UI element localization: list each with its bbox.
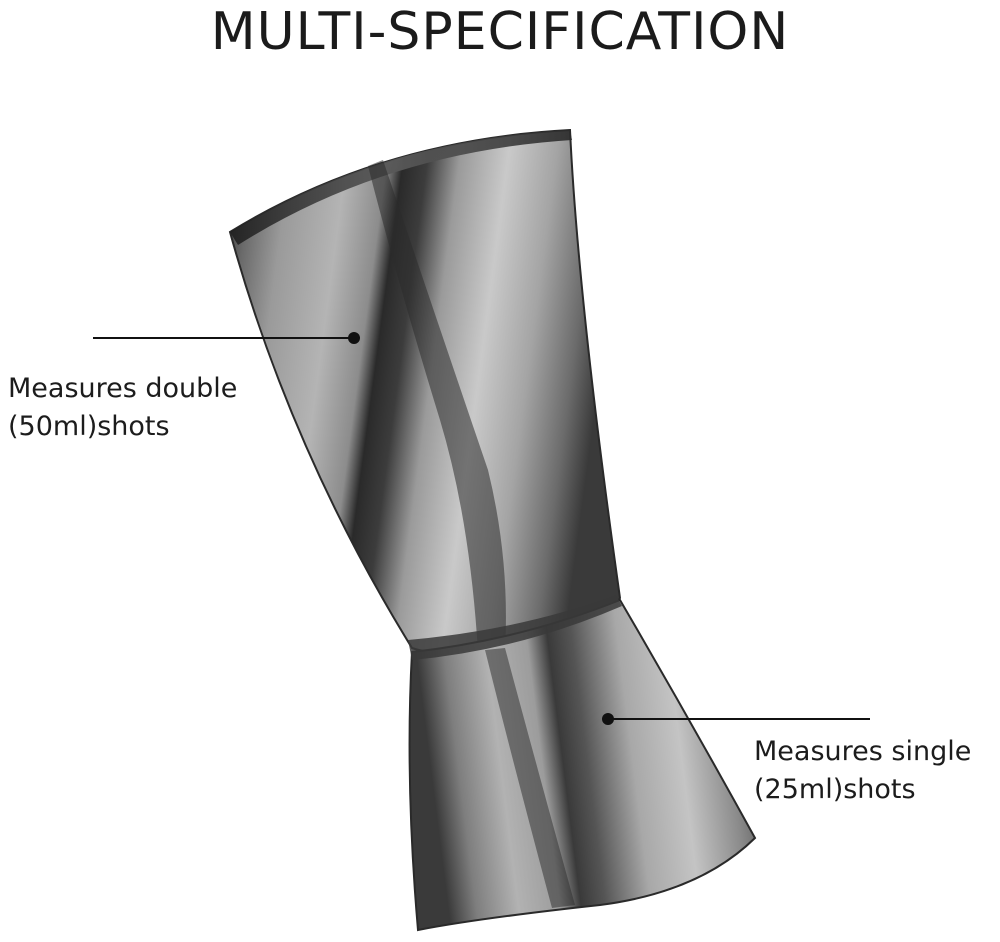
double-shot-label-line1: Measures double (8, 373, 238, 404)
single-shot-label: Measures single (25ml)shots (754, 733, 971, 809)
single-shot-label-line1: Measures single (754, 736, 972, 767)
single-callout-dot (602, 713, 614, 725)
page-title: MULTI-SPECIFICATION (210, 2, 790, 62)
double-shot-label-line2: (50ml)shots (8, 411, 170, 442)
double-shot-label: Measures double (50ml)shots (8, 370, 237, 446)
double-callout-dot (348, 332, 360, 344)
single-shot-label-line2: (25ml)shots (754, 774, 916, 805)
